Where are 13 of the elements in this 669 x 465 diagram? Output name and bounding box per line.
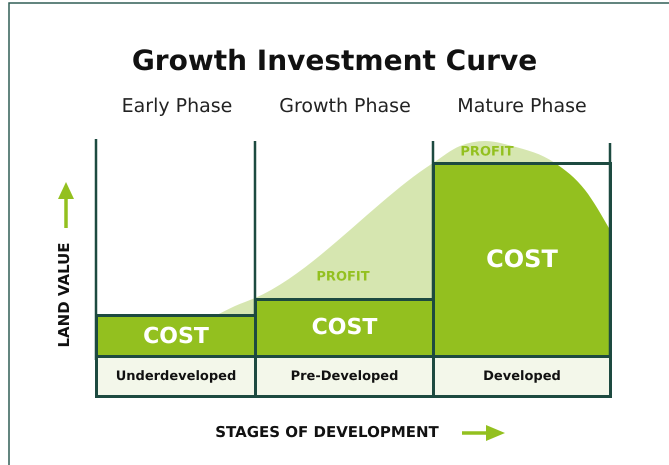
- cost-box: COST: [254, 298, 435, 358]
- stage-cell: Developed: [432, 355, 612, 398]
- axis-label: STAGES OF DEVELOPMENT: [215, 423, 439, 441]
- phase-heading: Growth Phase: [279, 95, 411, 117]
- phase-heading: Early Phase: [122, 95, 232, 117]
- title: Growth Investment Curve: [130, 44, 538, 77]
- stage-cell: Pre-Developed: [254, 355, 435, 398]
- phase-heading: Mature Phase: [457, 95, 587, 117]
- profit-label: PROFIT: [460, 144, 514, 160]
- cost-box: COST: [95, 314, 257, 358]
- profit-label: PROFIT: [316, 270, 370, 284]
- axis-label: LAND VALUE: [55, 242, 73, 348]
- stage-cell: Underdeveloped: [95, 355, 257, 398]
